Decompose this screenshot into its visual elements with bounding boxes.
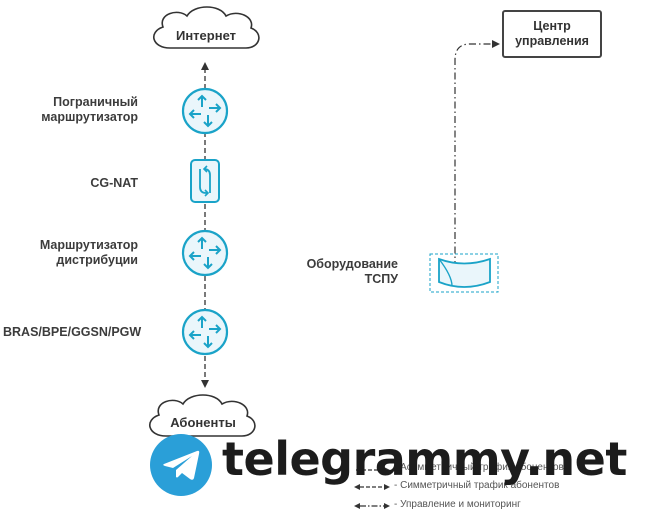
legend-symmetric-text: - Симметричный трафик абонентов — [394, 480, 560, 491]
distribution-router-icon — [181, 229, 229, 277]
cg-nat-label: CG-NAT — [90, 176, 138, 190]
tspu-equipment-icon — [429, 253, 499, 293]
internet-label: Интернет — [175, 28, 236, 43]
border-router-label: Пограничный маршрутизатор — [41, 95, 138, 124]
legend-asymmetric-text: - Асимметричный трафик абонентов — [394, 462, 564, 473]
legend-line-management — [354, 503, 390, 509]
legend-management-text: - Управление и мониторинг — [394, 499, 521, 510]
traffic-arrow-down — [201, 380, 209, 388]
traffic-arrow-up — [201, 62, 209, 70]
control-center-box: Центр управления — [502, 10, 602, 58]
watermark-text: telegrammy.net — [222, 432, 627, 486]
distribution-router-label: Маршрутизатор дистрибуции — [39, 238, 138, 267]
subscribers-label: Абоненты — [170, 415, 236, 430]
subscribers-cloud — [149, 394, 256, 437]
management-arrow — [492, 40, 500, 48]
cg-nat-icon — [190, 159, 220, 203]
telegram-logo-icon — [150, 434, 212, 496]
bras-label: BRAS/BPE/GGSN/PGW — [3, 325, 142, 339]
border-router-icon — [181, 87, 229, 135]
internet-cloud — [153, 6, 260, 49]
tspu-label: Оборудование ТСПУ — [306, 257, 398, 286]
legend-line-symmetric — [354, 484, 390, 490]
legend-line-asymmetric — [356, 467, 390, 473]
bras-router-icon — [181, 308, 229, 356]
management-line — [454, 43, 492, 268]
